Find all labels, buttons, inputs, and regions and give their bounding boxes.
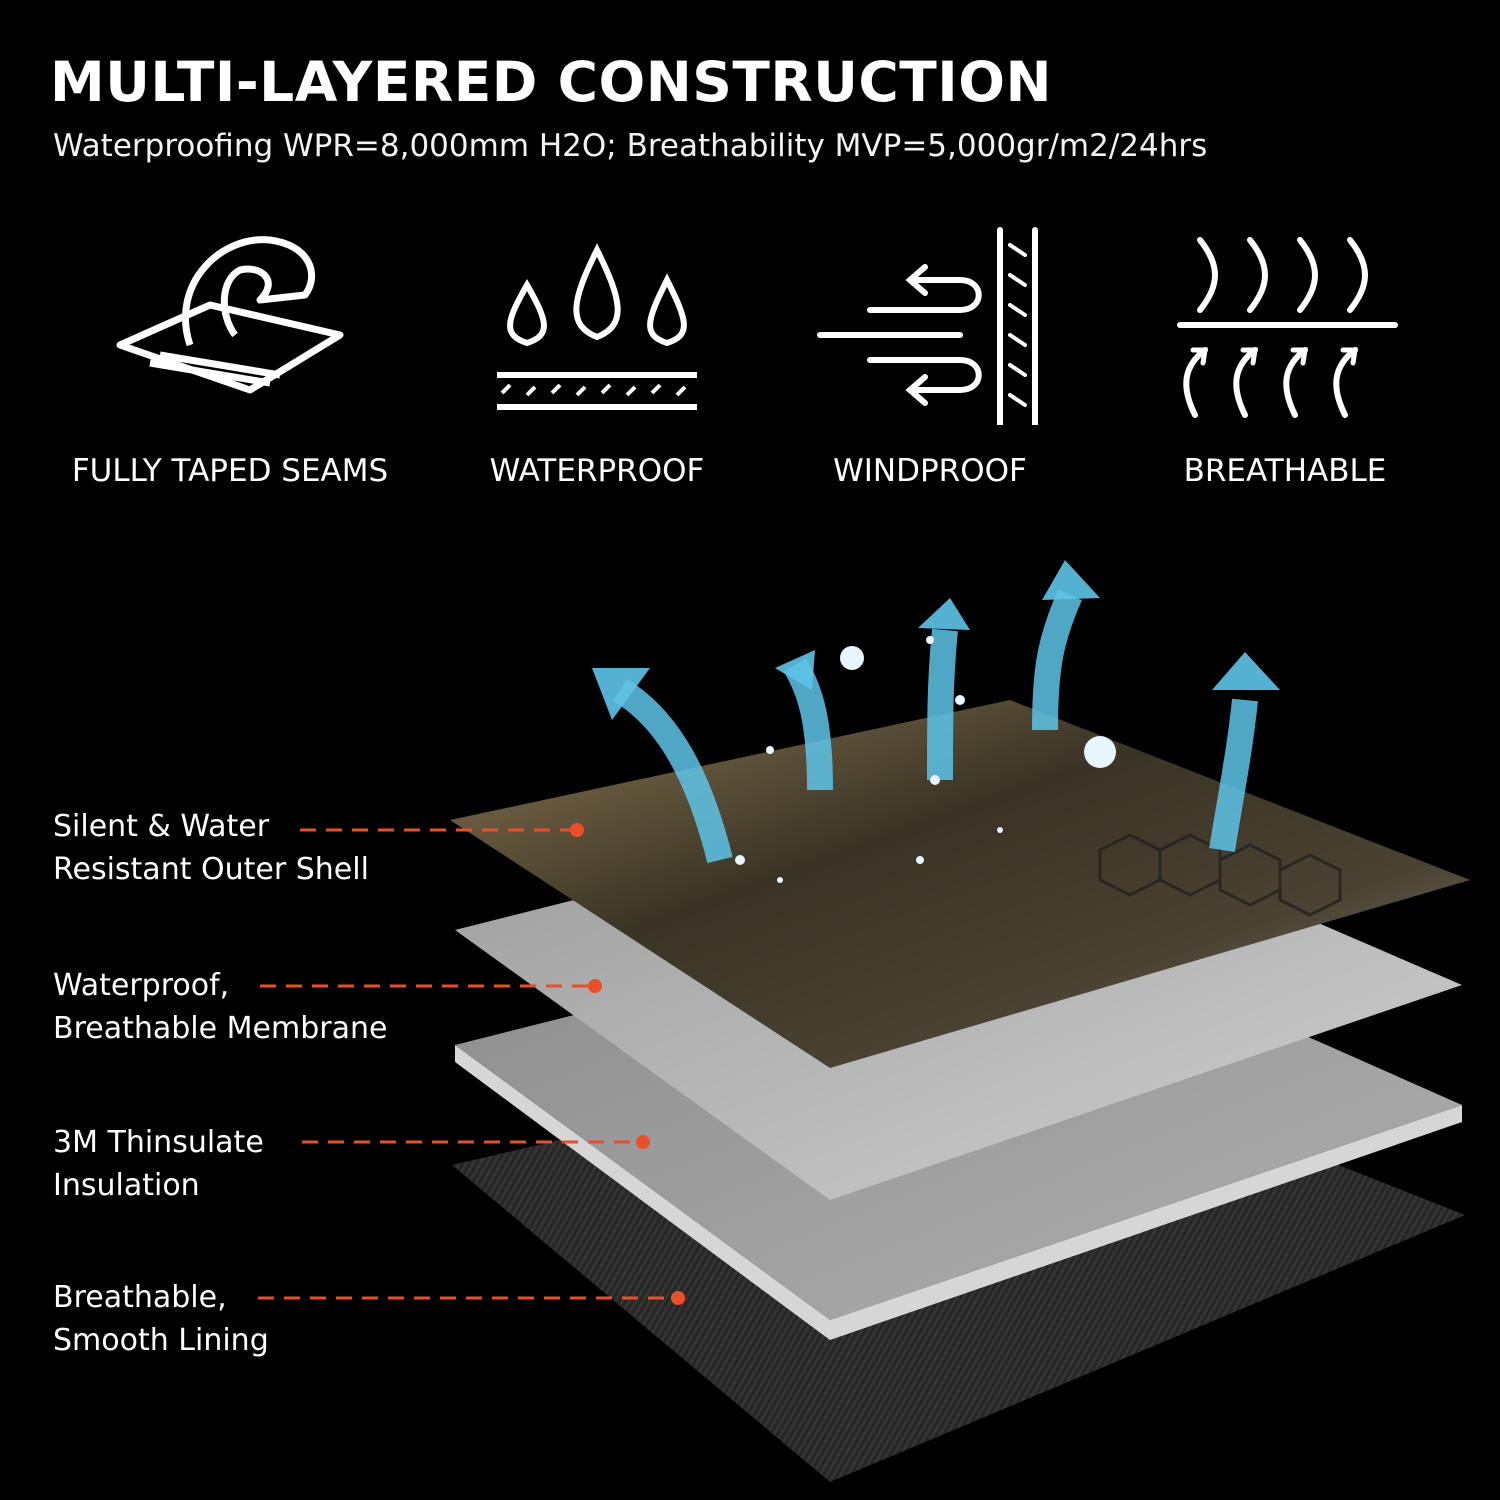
water-droplets	[735, 636, 1116, 883]
water-drops-icon	[497, 243, 697, 410]
label-line: Resistant Outer Shell	[53, 852, 369, 887]
label-insulation: 3M Thinsulate Insulation	[53, 1121, 264, 1207]
label-line: Silent & Water	[53, 809, 270, 844]
feature-breathable: BREATHABLE	[1115, 225, 1455, 489]
label-line: Breathable Membrane	[53, 1011, 388, 1046]
label-line: Insulation	[53, 1168, 200, 1203]
page-subtitle: Waterproofing WPR=8,000mm H2O; Breathabi…	[53, 128, 1208, 164]
label-outer-shell: Silent & Water Resistant Outer Shell	[53, 805, 369, 891]
hexagon-pattern	[1098, 833, 1342, 917]
feature-waterproof: WATERPROOF	[427, 225, 767, 489]
feature-taped-seams: FULLY TAPED SEAMS	[60, 225, 400, 489]
label-line: Breathable,	[53, 1280, 227, 1315]
label-membrane: Waterproof, Breathable Membrane	[53, 964, 387, 1050]
feature-label: WINDPROOF	[833, 453, 1027, 489]
vapor-icon	[1177, 237, 1398, 418]
feature-windproof: WINDPROOF	[760, 225, 1100, 489]
feature-label: BREATHABLE	[1183, 453, 1387, 489]
leader-dots	[570, 823, 685, 1305]
vapor-arrowheads	[592, 560, 1280, 720]
wind-wall-icon	[817, 227, 1038, 425]
label-lining: Breathable, Smooth Lining	[53, 1276, 269, 1362]
feature-label: WATERPROOF	[489, 453, 705, 489]
page-title: MULTI-LAYERED CONSTRUCTION	[50, 50, 1053, 114]
label-line: 3M Thinsulate	[53, 1125, 264, 1160]
taped-seam-icon	[116, 236, 344, 394]
leader-lines	[258, 828, 678, 1300]
label-line: Smooth Lining	[53, 1323, 269, 1358]
feature-label: FULLY TAPED SEAMS	[71, 453, 389, 489]
label-line: Waterproof,	[53, 968, 230, 1003]
insulation-layer-edge	[455, 1045, 1462, 1340]
